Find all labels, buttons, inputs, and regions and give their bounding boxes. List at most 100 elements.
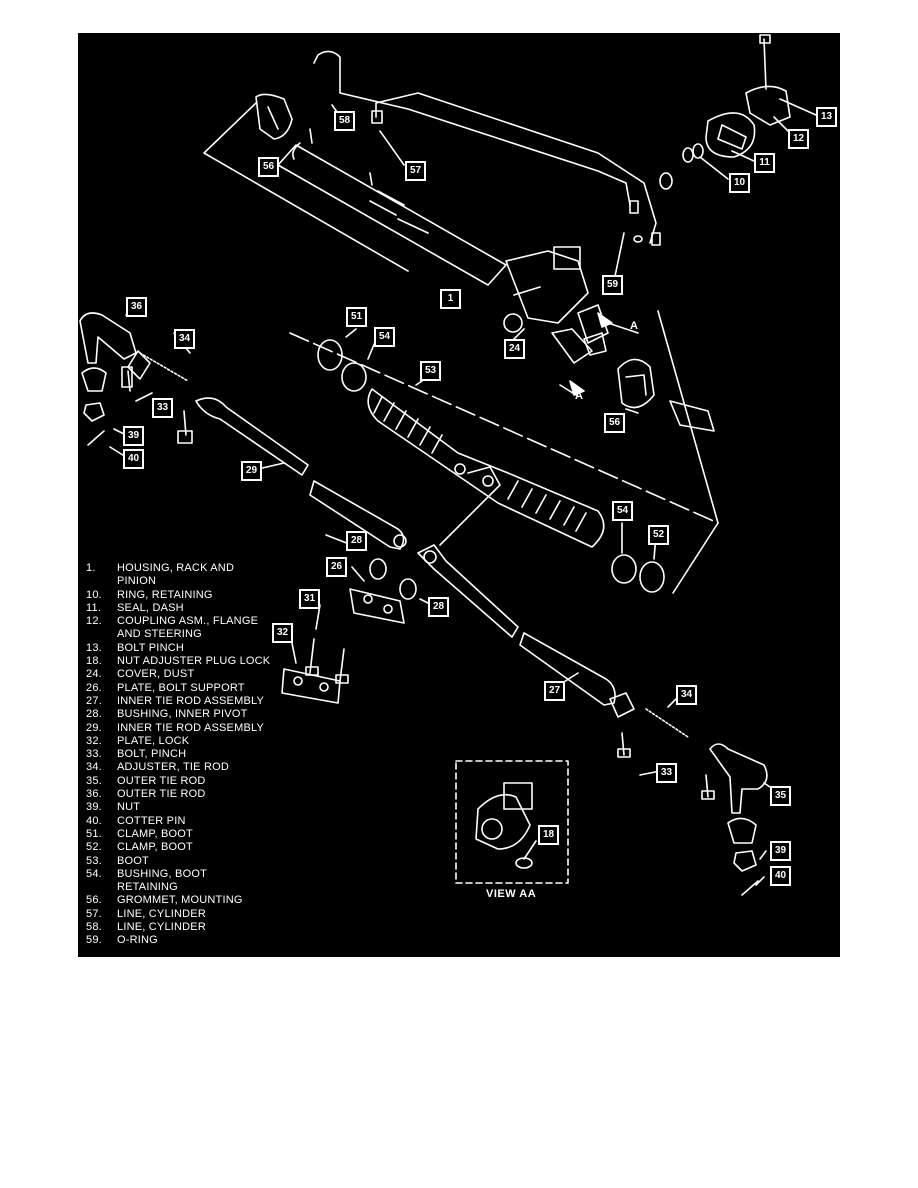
callout-58: 58 [334,111,355,131]
outer-tie-rod-35 [709,743,768,814]
pinch-bolt-13-shank [763,38,767,90]
legend-item-number: 13. [86,641,102,654]
legend-item: 56. GROMMET, MOUNTING [86,894,316,907]
retaining-ring-10a [682,147,694,163]
nut-39-right [733,850,757,872]
legend-item-number: 40. [86,814,102,827]
legend-item-text: BUSHING, INNER PIVOT [117,708,248,721]
lock-plate-32 [281,668,341,704]
pinion-shaft [583,332,607,356]
legend-item-number: 39. [86,801,102,814]
legend-item: 13. BOLT PINCH [86,642,316,655]
legend-item: 59.O-RING [86,934,316,947]
legend-item: 32. PLATE, LOCK [86,735,316,748]
view-aa-lock-nut [515,857,533,869]
legend-item-number: 54. [86,867,102,880]
legend-item-text: LINE, CYLINDER [117,921,206,934]
cylinder-line-58 [313,50,631,206]
section-bracket-lower [657,310,719,594]
callout-54-lower: 54 [612,501,633,521]
legend-item-text: PLATE, LOCK [117,734,190,747]
boot-53 [367,388,605,548]
legend-item-text: BOLT, PINCH [117,748,187,761]
rack-housing-tube [277,144,507,286]
legend-item-number: 29. [86,721,102,734]
grommet-top-shape [255,93,293,140]
legend-item-number: 53. [86,854,102,867]
callout-28-left: 28 [346,531,367,551]
callout-33-left: 33 [152,398,173,418]
callout-1: 1 [440,289,461,309]
exploded-parts-diagram: 13 12 11 10 58 57 56 1 59 24 36 34 33 39… [78,33,840,957]
section-letter-a-bottom: A [575,390,583,402]
legend-item: 35. OUTER TIE ROD [86,775,316,788]
adjuster-34-right [645,708,689,738]
legend-item-number: 32. [86,734,102,747]
callout-36: 36 [126,297,147,317]
callout-56-lower: 56 [604,413,625,433]
dust-boot-end [669,400,715,432]
legend-item: 52. CLAMP, BOOT [86,841,316,854]
legend-item-number: 52. [86,841,102,854]
legend-item: 53.BOOT [86,855,316,868]
legend-item-text: GROMMET, MOUNTING [117,894,243,907]
legend-item: 29. INNER TIE ROD ASSEMBLY [86,722,316,735]
legend-item: 12.COUPLING ASM., FLANGE AND STEERING [86,615,316,642]
legend-item-text: RING, RETAINING [117,588,213,601]
view-aa-label: VIEW AA [486,888,537,900]
legend-item: 57.LINE, CYLINDER [86,908,316,921]
legend-item: 24. COVER, DUST [86,668,316,681]
legend-item-number: 35. [86,774,102,787]
legend-item-number: 34. [86,761,102,774]
legend-item-number: 18. [86,655,102,668]
legend-item-text: INNER TIE ROD ASSEMBLY [117,694,265,707]
cotter-pin-40-right [741,880,759,896]
grommet-lower-shape [617,358,655,409]
callout-10: 10 [729,173,750,193]
adjuster-34-left [139,352,189,382]
section-arrow-top [597,312,613,328]
callout-29: 29 [241,461,262,481]
legend-item-number: 56. [86,894,102,907]
legend-item: 54.BUSHING, BOOT RETAINING [86,868,316,895]
legend-item-text: SEAL, DASH [117,601,184,614]
housing-valve-body [505,250,589,324]
legend-item-number: 28. [86,708,102,721]
callout-11: 11 [754,153,775,173]
callout-33-right: 33 [656,763,677,783]
o-ring-59 [633,235,643,243]
legend-item-text: LINE, CYLINDER [117,907,206,920]
legend-item: 18.NUT ADJUSTER PLUG LOCK [86,655,316,668]
pinch-bolt-33-left [127,370,131,392]
bolt-support-plate-26 [349,588,405,624]
callout-34-left: 34 [174,329,195,349]
legend-item-text: COVER, DUST [117,668,195,681]
retaining-ring-10b [692,143,704,159]
section-arrow-bottom [569,380,585,396]
dash-seal-11 [705,112,756,158]
legend-item-number: 24. [86,668,102,681]
legend-item-text: HOUSING, RACK AND PINION [117,562,235,588]
dust-cover-shape [503,313,523,333]
callout-13: 13 [816,107,837,127]
section-bracket-upper [203,102,409,272]
legend-item: 58.LINE, CYLINDER [86,921,316,934]
inner-tie-rod-27 [417,544,519,638]
legend-item-text: CLAMP, BOOT [117,841,193,854]
section-letter-a-top: A [630,320,638,332]
callout-27: 27 [544,681,565,701]
legend-item-text: OUTER TIE ROD [117,774,206,787]
legend-item-text: OUTER TIE ROD [117,788,206,801]
legend-item-number: 11. [86,601,102,614]
inner-tie-rod-29 [195,397,309,476]
legend-item-text: ADJUSTER, TIE ROD [117,761,229,774]
callout-34-right: 34 [676,685,697,705]
legend-item-text: BOLT PINCH [117,641,184,654]
dust-seal-left [81,367,107,392]
callout-59: 59 [602,275,623,295]
legend-item-number: 51. [86,827,102,840]
legend-item-text: INNER TIE ROD ASSEMBLY [117,721,265,734]
section-divider [289,332,719,524]
boot-clamp-52 [639,561,665,593]
